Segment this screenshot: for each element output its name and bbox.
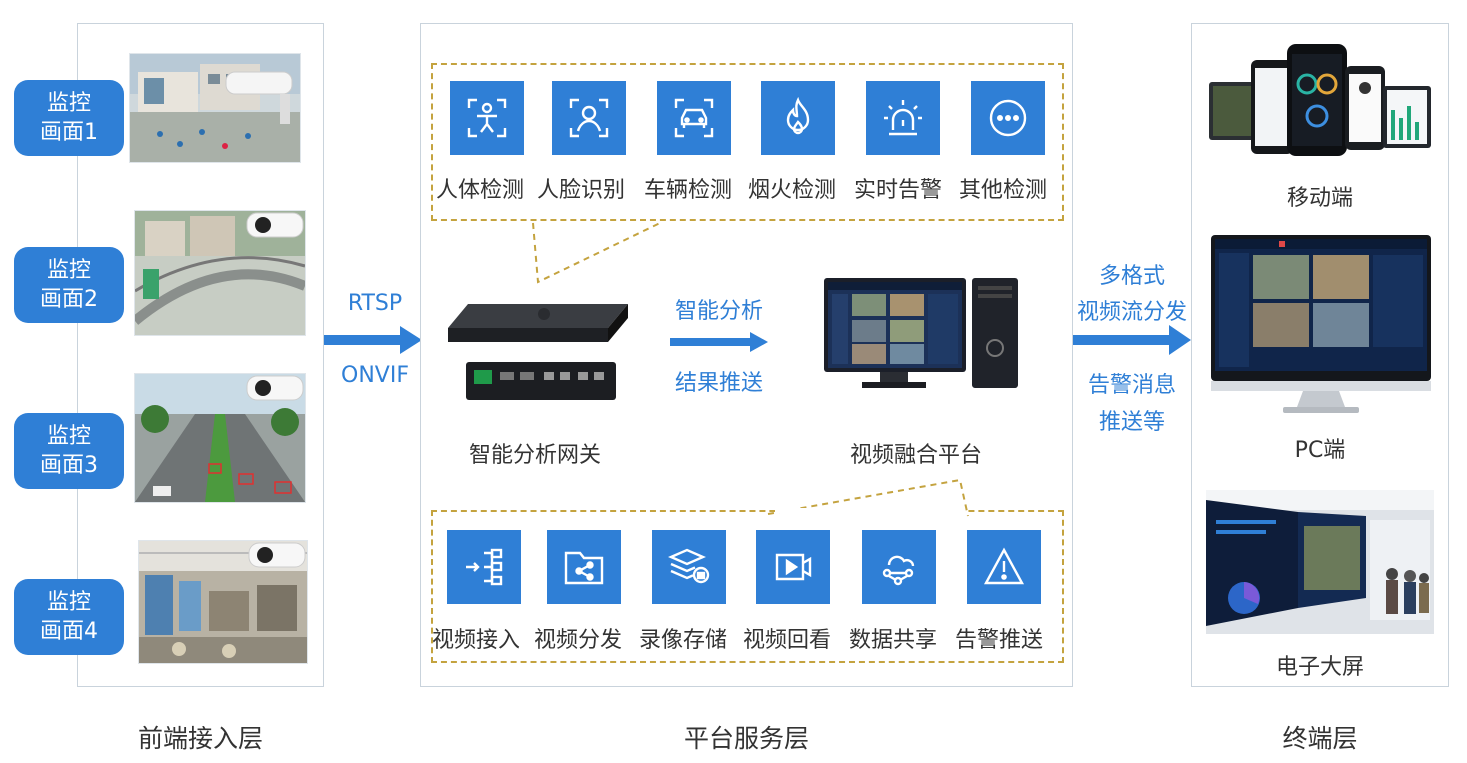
alarm-light-icon: [884, 100, 922, 136]
monitor-label-4: 监控 画面4: [14, 579, 124, 655]
front-layer-title: 前端接入层: [137, 724, 263, 753]
terminal-layer-title: 终端层: [1282, 724, 1358, 753]
vehicle-detect-icon: [674, 98, 714, 138]
analysis-push-line1: 智能分析: [674, 299, 763, 324]
tile-other-detect: [971, 81, 1045, 155]
output-line4: 推送等: [1098, 410, 1165, 435]
camera-scene-2: [134, 210, 306, 336]
tile-body-detect: [450, 81, 524, 155]
monitor-4-line1: 监控: [46, 590, 91, 615]
camera-scene-1: [129, 53, 301, 163]
platform-callout-box: [431, 510, 1064, 663]
monitor-label-2: 监控 画面2: [14, 247, 124, 323]
analysis-caption-5: 实时告警: [854, 178, 943, 203]
flow-arrow-output: [1073, 325, 1191, 355]
analysis-caption-2: 人脸识别: [537, 178, 626, 203]
tile-face-recognition: [552, 81, 626, 155]
output-line3: 告警消息: [1087, 373, 1176, 398]
output-line1: 多格式: [1098, 264, 1165, 289]
platform-caption-2: 视频分发: [534, 628, 623, 653]
monitor-2-line1: 监控: [46, 258, 91, 283]
monitor-1-line1: 监控: [46, 91, 91, 116]
mobile-devices-image: [1209, 44, 1431, 156]
platform-callout-mask: [775, 508, 965, 513]
flow-arrow-analysis: [670, 332, 768, 352]
analysis-push-line2: 结果推送: [674, 371, 763, 396]
monitor-2-line2: 画面2: [40, 287, 98, 312]
gateway-label: 智能分析网关: [468, 443, 601, 468]
tile-alarm: [866, 81, 940, 155]
monitor-label-1: 监控 画面1: [14, 80, 124, 156]
monitor-3-line2: 画面3: [40, 453, 98, 478]
big-screen-image: [1206, 490, 1434, 634]
warning-icon: [983, 547, 1025, 585]
tile-video-playback: [756, 530, 830, 604]
platform-caption-4: 视频回看: [743, 628, 832, 653]
face-recognition-icon: [569, 98, 609, 138]
monitor-4-line2: 画面4: [40, 619, 98, 644]
camera-scene-3: [134, 373, 306, 503]
platform-caption-6: 告警推送: [955, 628, 1044, 653]
share-folder-icon: [564, 551, 604, 585]
platform-workstation: [824, 278, 1018, 388]
video-access-icon: [466, 548, 503, 586]
video-playback-icon: [775, 553, 812, 581]
analysis-caption-1: 人体检测: [436, 178, 525, 203]
analysis-caption-4: 烟火检测: [748, 178, 837, 203]
more-icon: [989, 99, 1027, 137]
terminal-screen-label: 电子大屏: [1275, 655, 1364, 680]
fire-detect-icon: [786, 96, 810, 135]
platform-caption-5: 数据共享: [849, 628, 938, 653]
monitor-label-3: 监控 画面3: [14, 413, 124, 489]
storage-layers-icon: [668, 548, 710, 584]
monitor-3-line1: 监控: [46, 424, 91, 449]
cloud-share-icon: [882, 555, 915, 586]
analysis-callout-pointer: [532, 222, 661, 284]
analysis-callout-box: [431, 63, 1064, 221]
tile-data-share: [862, 530, 936, 604]
tile-vehicle-detect: [657, 81, 731, 155]
terminal-pc-label: PC端: [1294, 438, 1346, 463]
tile-fire-detect: [761, 81, 835, 155]
tile-alarm-push: [967, 530, 1041, 604]
body-detect-icon: [467, 98, 507, 138]
terminal-mobile-label: 移动端: [1286, 186, 1353, 211]
platform-label: 视频融合平台: [849, 443, 982, 468]
platform-caption-3: 录像存储: [639, 628, 728, 653]
protocol-onvif: ONVIF: [341, 363, 409, 388]
gateway-device: [448, 304, 628, 400]
analysis-caption-6: 其他检测: [959, 178, 1048, 203]
platform-layer-title: 平台服务层: [683, 724, 809, 753]
pc-monitor-image: [1211, 235, 1431, 413]
flow-arrow-input: [324, 326, 422, 354]
monitor-1-line2: 画面1: [40, 120, 98, 145]
platform-callout-pointer: [767, 478, 969, 517]
tile-record-storage: [652, 530, 726, 604]
camera-scene-4: [138, 540, 308, 664]
tile-video-distribute: [547, 530, 621, 604]
output-line2: 视频流分发: [1076, 300, 1187, 325]
tile-video-access: [447, 530, 521, 604]
platform-caption-1: 视频接入: [432, 628, 521, 653]
analysis-caption-3: 车辆检测: [644, 178, 733, 203]
protocol-rtsp: RTSP: [347, 291, 403, 316]
